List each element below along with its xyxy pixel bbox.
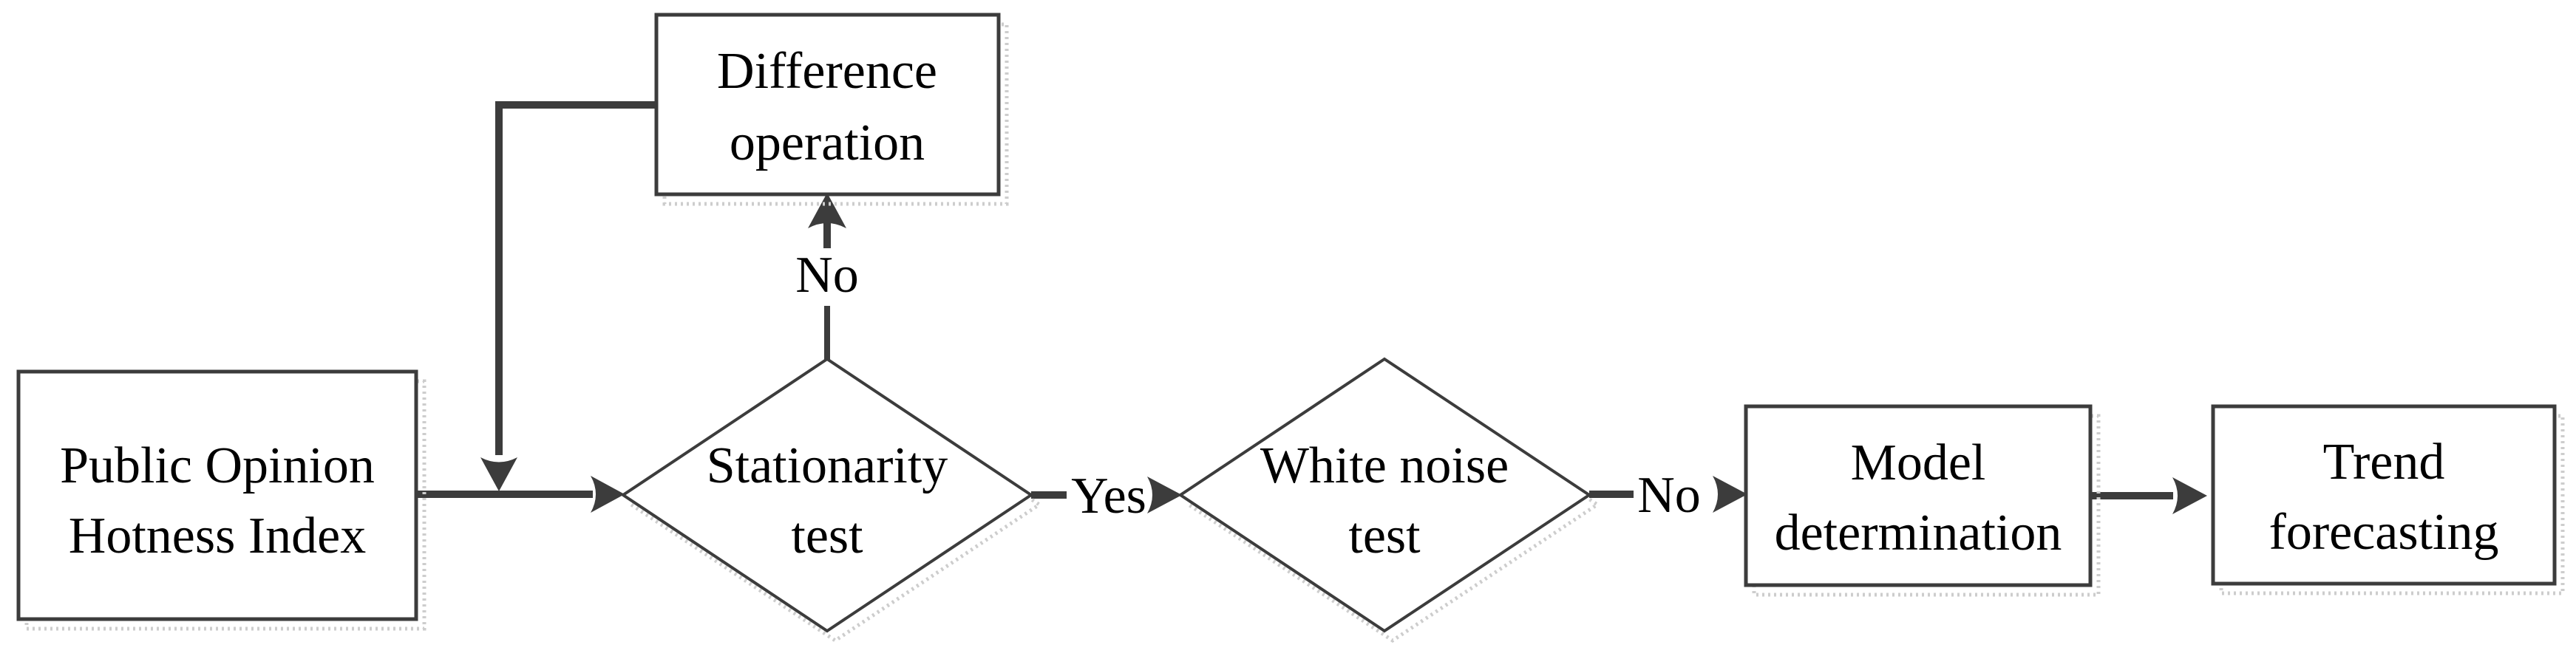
node-box <box>16 369 418 621</box>
edge-label-no: No <box>1637 467 1701 524</box>
node-label-line1: Public Opinion <box>60 437 375 494</box>
node-trend-forecasting: Trend forecasting <box>2211 404 2565 595</box>
node-label-line2: Hotness Index <box>69 508 366 564</box>
arrow-right-icon <box>1713 476 1747 513</box>
node-label-line2: test <box>1348 508 1421 564</box>
node-label-line1: Difference <box>717 43 937 100</box>
edge-difference-loop-back <box>480 101 656 491</box>
node-label-line2: operation <box>730 115 925 171</box>
arrow-up-icon <box>808 193 846 228</box>
edge-line <box>495 101 656 455</box>
node-box <box>2211 404 2557 586</box>
node-label-line2: test <box>791 508 863 564</box>
node-stationarity-test: Stationarity test <box>620 357 1043 643</box>
node-diamond <box>1177 357 1592 633</box>
node-public-opinion-hotness-index: Public Opinion Hotness Index <box>16 369 426 631</box>
edge-label-yes: Yes <box>1071 468 1146 525</box>
node-label-line1: White noise <box>1260 437 1509 494</box>
node-model-determination: Model determination <box>1744 404 2101 597</box>
arrow-right-icon <box>2172 477 2207 514</box>
edge-input-to-stationarity <box>416 476 625 513</box>
node-difference-operation: Difference operation <box>654 13 1009 206</box>
edge-stationarity-no: No <box>795 193 859 361</box>
edge-model-to-trend <box>2090 477 2207 514</box>
node-white-noise-test: White noise test <box>1177 357 1601 643</box>
arrow-right-icon <box>1147 477 1182 513</box>
arrow-right-icon <box>591 476 625 513</box>
edge-stationarity-yes: Yes <box>1031 468 1182 525</box>
node-label-line2: determination <box>1775 505 2062 561</box>
node-shadow <box>1185 366 1601 643</box>
node-box <box>654 13 1001 197</box>
edge-label-no: No <box>795 247 859 304</box>
node-label-line1: Model <box>1851 434 1986 491</box>
node-label-line1: Stationarity <box>707 437 948 494</box>
node-diamond <box>620 357 1034 633</box>
node-label-line1: Trend <box>2323 434 2445 491</box>
edge-white-noise-no: No <box>1589 467 1747 524</box>
arrow-down-icon <box>480 457 517 491</box>
node-box <box>1744 404 2093 587</box>
node-label-line2: forecasting <box>2269 504 2499 561</box>
